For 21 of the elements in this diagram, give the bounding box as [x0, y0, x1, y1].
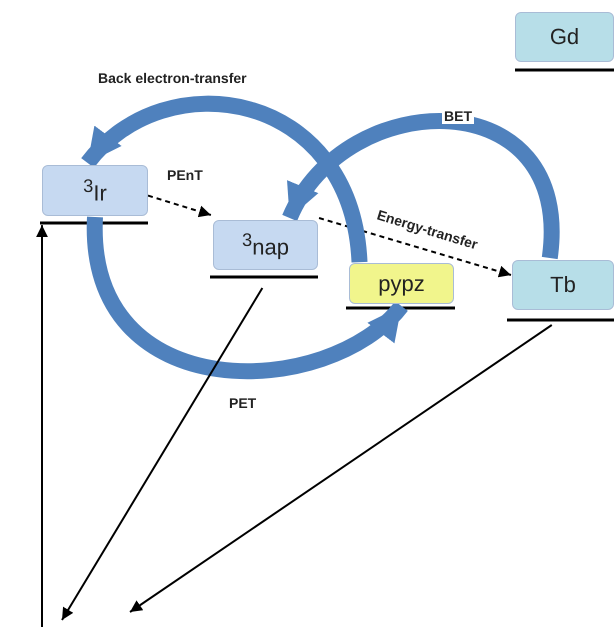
state-box	[515, 12, 614, 62]
arrow	[148, 194, 212, 218]
edge-label: Back electron-transfer	[96, 70, 249, 86]
state-label: $^{3}$nap	[242, 229, 289, 261]
edge-label: PET	[227, 395, 258, 411]
state-label: pypz	[378, 270, 425, 296]
curved-arrow	[87, 216, 408, 380]
arrow	[129, 324, 552, 613]
state-label: Tb	[550, 272, 576, 298]
edge-label: BET	[442, 108, 474, 124]
state-box	[213, 220, 318, 270]
state-label: Gd	[550, 24, 580, 50]
arrow	[318, 217, 512, 278]
arrow	[36, 225, 48, 627]
edge-label: PEnT	[165, 167, 205, 183]
state-box	[42, 165, 148, 216]
state-box	[512, 260, 614, 310]
state-box	[349, 263, 454, 304]
curved-arrow	[282, 113, 559, 258]
state-label: $^{3}$Ir	[83, 174, 107, 206]
arrow	[61, 287, 264, 621]
